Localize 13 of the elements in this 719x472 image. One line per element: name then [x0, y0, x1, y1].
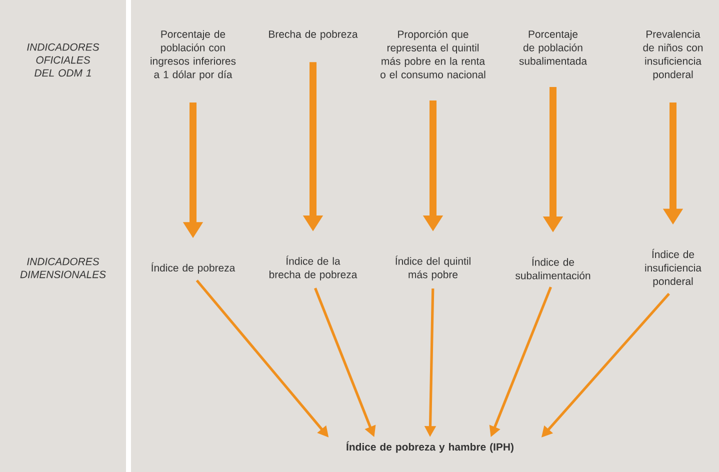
indicator-text: Índice de insuficiencia ponderal [645, 248, 702, 288]
indicator-text: Brecha de pobreza [269, 30, 358, 40]
indicator-text: Índice de la brecha de pobreza [269, 256, 358, 280]
indicator-text: Porcentaje de población con ingresos inferiores a 1 dólar por día [150, 30, 236, 80]
indicator-text: Índice de subalimentación [516, 256, 590, 280]
index-title: Índice de pobreza y hambre (IPH) [346, 441, 514, 453]
indicator-text: Proporción que representa el quintil más pobre en la renta o el consumo nacional [380, 30, 486, 78]
indicator-text: Prevalencia de niños con insuficiencia ponderal [643, 30, 703, 80]
indicator-text: Porcentaje de población subalimentada [519, 30, 587, 65]
indicator-text: Índice de pobreza [152, 262, 236, 274]
row-heading: INDICADORES OFICIALES DEL ODM 1 [27, 43, 100, 77]
indicator-text: Índice del quintil más pobre [396, 256, 470, 280]
row-heading: INDICADORES DIMENSIONALES [20, 258, 106, 278]
